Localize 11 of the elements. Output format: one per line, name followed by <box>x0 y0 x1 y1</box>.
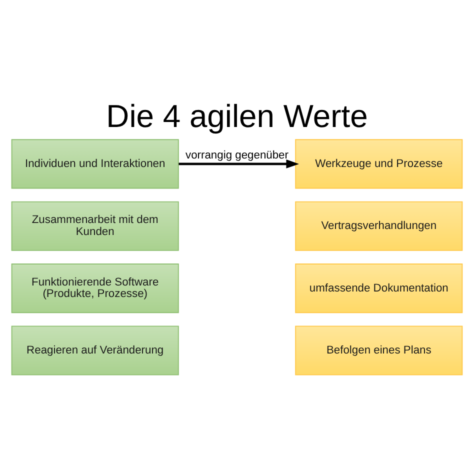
arrow <box>178 159 300 168</box>
node-box: Werkzeuge und Prozesse <box>295 139 463 189</box>
node-box: Befolgen eines Plans <box>295 326 463 376</box>
node-box: Funktionierende Software (Produkte, Prozesse) <box>11 264 179 314</box>
node-box: Reagieren auf Veränderung <box>11 326 179 376</box>
edge-label: vorrangig gegenüber <box>186 150 288 162</box>
node-box: Vertragsverhandlungen <box>295 201 463 251</box>
node-box: umfassende Dokumentation <box>295 264 463 314</box>
node-box: Individuen und Interaktionen <box>11 139 179 189</box>
diagram-title: Die 4 agilen Werte <box>106 98 368 134</box>
node-box: Zusammenarbeit mit dem Kunden <box>11 201 179 251</box>
